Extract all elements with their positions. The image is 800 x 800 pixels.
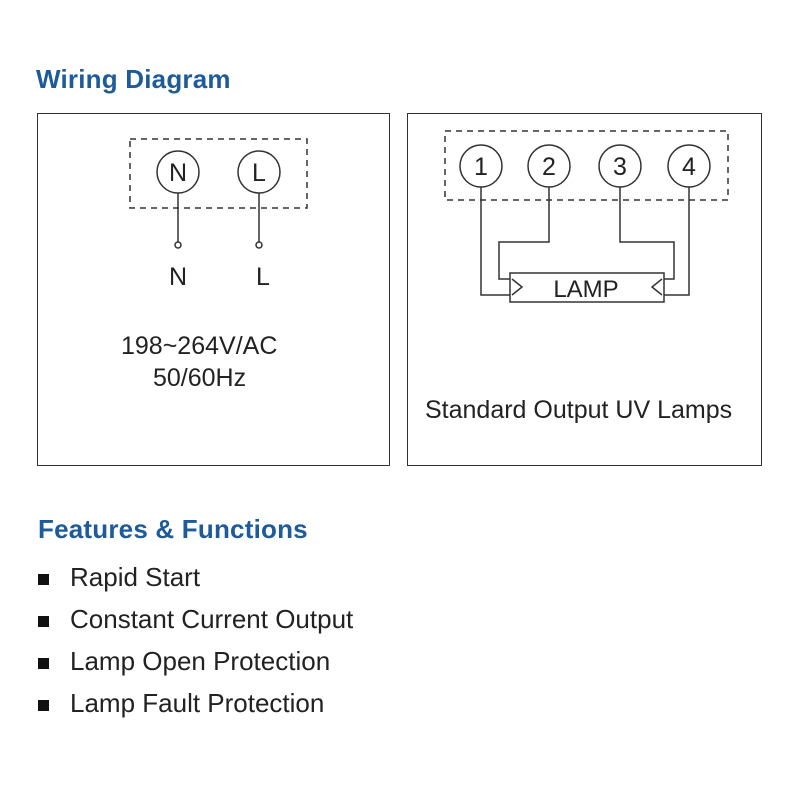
terminal-1-circle xyxy=(459,144,503,188)
power-terminal-block xyxy=(129,138,308,209)
wire-terminal-1 xyxy=(480,187,511,296)
input-voltage: 198~264V/AC xyxy=(121,332,278,360)
terminal-n-circle xyxy=(156,150,200,194)
feature-item: Rapid Start xyxy=(38,556,353,598)
wiring-diagram-heading: Wiring Diagram xyxy=(36,64,231,94)
lamp-wiring-svg: LAMP 1 2 3 4 xyxy=(444,130,729,303)
lamp-label: LAMP xyxy=(553,276,618,303)
terminal-2-label: 2 xyxy=(542,153,556,181)
lamp-left-electrode xyxy=(511,278,524,296)
lamp-output-panel: LAMP 1 2 3 4 Standard Output UV Lamps xyxy=(407,113,762,466)
square-bullet-icon xyxy=(38,699,49,711)
feature-text: Constant Current Output xyxy=(70,603,354,634)
feature-item: Constant Current Output xyxy=(38,598,353,640)
terminal-1-label: 1 xyxy=(474,153,488,181)
lamp-tube xyxy=(509,272,665,303)
features-heading: Features & Functions xyxy=(38,514,308,544)
wire-terminal-2 xyxy=(498,187,550,280)
live-lead-end xyxy=(255,241,263,249)
feature-item: Lamp Open Protection xyxy=(38,640,353,682)
power-wiring-svg: N L N L xyxy=(129,138,308,291)
feature-text: Lamp Fault Protection xyxy=(70,687,325,718)
lamp-type-caption: Standard Output UV Lamps xyxy=(425,396,733,424)
square-bullet-icon xyxy=(38,615,49,627)
features-list: Rapid Start Constant Current Output Lamp… xyxy=(38,556,353,724)
input-frequency: 50/60Hz xyxy=(153,364,247,392)
neutral-lead-label: N xyxy=(169,263,187,291)
square-bullet-icon xyxy=(38,657,49,669)
terminal-3-label: 3 xyxy=(613,153,627,181)
neutral-lead-end xyxy=(174,241,182,249)
feature-text: Rapid Start xyxy=(70,561,201,592)
terminal-4-label: 4 xyxy=(682,153,696,181)
terminal-l-circle xyxy=(237,150,281,194)
live-lead-label: L xyxy=(256,263,270,291)
terminal-4-circle xyxy=(667,144,711,188)
feature-text: Lamp Open Protection xyxy=(70,645,331,676)
terminal-l-label: L xyxy=(252,159,266,187)
wire-terminal-4 xyxy=(663,187,690,296)
lamp-right-electrode xyxy=(650,278,663,296)
square-bullet-icon xyxy=(38,573,49,585)
wire-terminal-3 xyxy=(619,187,675,280)
feature-item: Lamp Fault Protection xyxy=(38,682,353,724)
terminal-2-circle xyxy=(527,144,571,188)
power-input-panel: N L N L 198~264V/AC 50/60Hz xyxy=(37,113,390,466)
terminal-n-label: N xyxy=(169,159,187,187)
terminal-3-circle xyxy=(598,144,642,188)
